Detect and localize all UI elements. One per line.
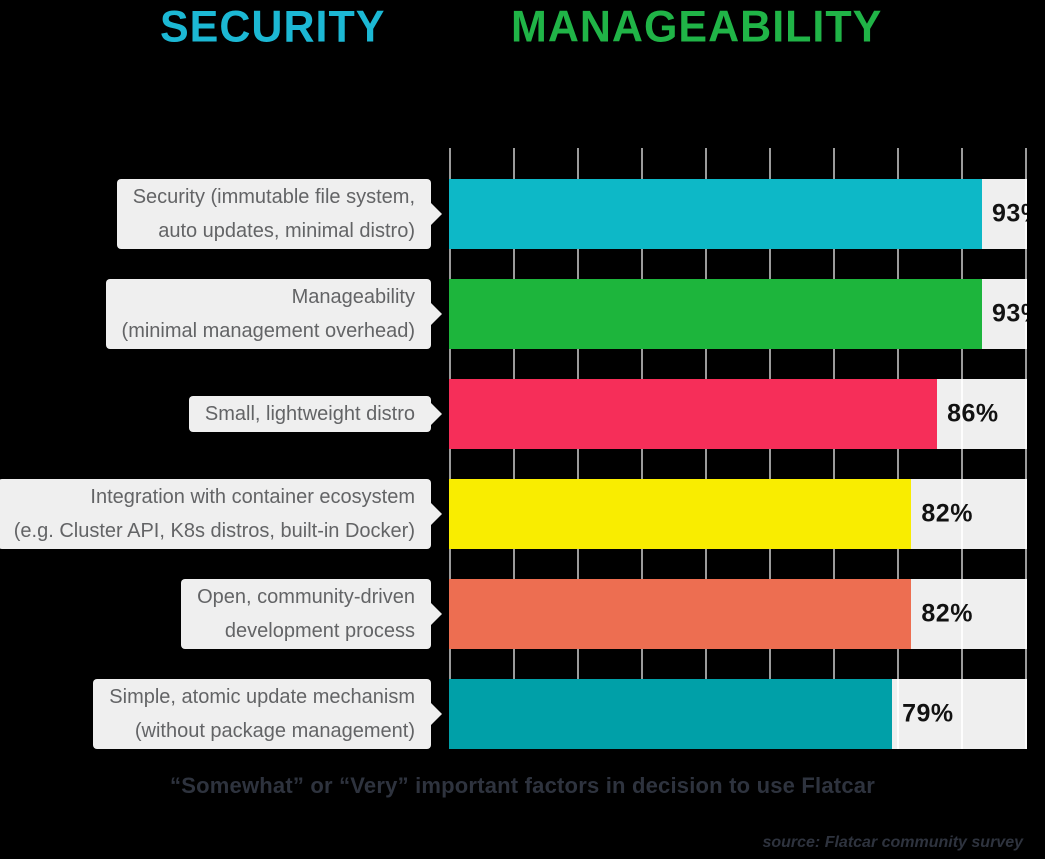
bar: [449, 579, 912, 649]
chart-caption: “Somewhat” or “Very” important factors i…: [170, 773, 875, 798]
bar: [449, 179, 983, 249]
bar: [449, 379, 938, 449]
bar-value-label: 79%: [902, 699, 954, 728]
bar-row: Small, lightweight distro 86%: [0, 379, 1045, 449]
bar-track: 79%: [449, 679, 1027, 749]
bar-value-label: 82%: [921, 599, 973, 628]
category-label-line: (minimal management overhead): [121, 320, 415, 342]
bar-value-label: 93%: [992, 299, 1027, 328]
category-label: Simple, atomic update mechanism (without …: [93, 679, 431, 749]
bar: [449, 279, 983, 349]
category-label: Security (immutable file system, auto upd…: [116, 179, 431, 249]
bar-value-label: 82%: [921, 499, 973, 528]
bar-row: Open, community-driven development proces…: [0, 579, 1045, 649]
category-label-line: (without package management): [134, 720, 415, 742]
bar-track: 82%: [449, 579, 1027, 649]
category-label: Small, lightweight distro: [188, 396, 431, 432]
bar-track: 93%: [449, 279, 1027, 349]
category-label-line: (e.g. Cluster API, K8s distros, built-in…: [13, 520, 415, 542]
category-label-line: development process: [224, 620, 415, 642]
bar-value-label: 93%: [992, 199, 1027, 228]
bar-row: Simple, atomic update mechanism (without …: [0, 679, 1045, 749]
category-label-line: Simple, atomic update mechanism: [109, 686, 415, 708]
bar: [449, 679, 893, 749]
title-manageability: MANAGEABILITY: [511, 1, 883, 52]
title-security: SECURITY: [160, 1, 386, 52]
category-label-line: Security (immutable file system,: [132, 186, 415, 208]
bar-row: Integration with container ecosystem (e.g…: [0, 479, 1045, 549]
category-label-line: Manageability: [291, 286, 415, 308]
bar-track: 93%: [449, 179, 1027, 249]
category-label-line: Integration with container ecosystem: [90, 486, 415, 508]
bar-row: Manageability (minimal management overhea…: [0, 279, 1045, 349]
category-label-line: auto updates, minimal distro): [158, 220, 415, 242]
bar-track: 86%: [449, 379, 1027, 449]
bar: [449, 479, 912, 549]
bar-value-label: 86%: [947, 399, 999, 428]
category-label-line: Open, community-driven: [197, 586, 415, 608]
source-credit: source: Flatcar community survey: [762, 834, 1023, 851]
bar-track: 82%: [449, 479, 1027, 549]
bar-rows: Security (immutable file system, auto upd…: [0, 148, 1045, 749]
category-label-line: Small, lightweight distro: [204, 403, 415, 425]
bar-row: Security (immutable file system, auto upd…: [0, 179, 1045, 249]
category-label: Manageability (minimal management overhea…: [105, 279, 431, 349]
category-label: Integration with container ecosystem (e.g…: [0, 479, 431, 549]
category-label: Open, community-driven development proces…: [181, 579, 431, 649]
